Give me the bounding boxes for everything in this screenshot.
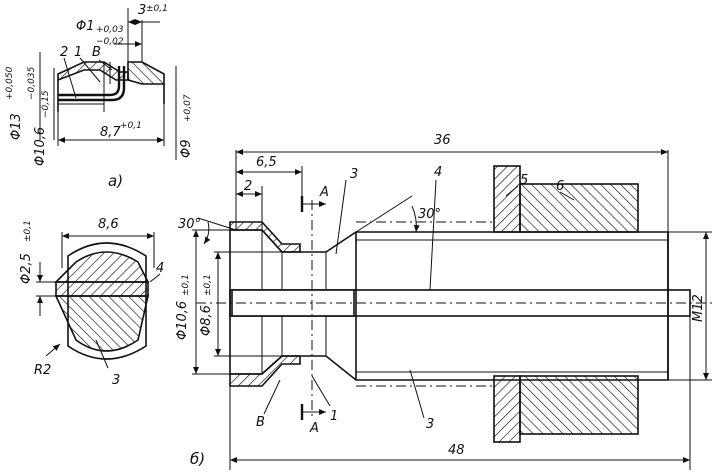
dim-d2-5: Φ2,5 [19,253,34,284]
angle-right: 30° [418,207,441,222]
dim-6-5: 6,5 [256,155,277,170]
label-4: 4 [434,165,442,180]
label-1: 1 [330,409,338,424]
caption-b: б) [190,450,205,468]
label-5: 5 [520,173,528,188]
dim-d13-tol-hi: +0,050 [5,66,15,100]
dim-d13: Φ13 [9,113,24,140]
label-1: 1 [74,45,82,60]
dim-d2-5-tol: ±0,1 [23,220,33,242]
dim-d1-tol-lo: −0,02 [96,37,124,47]
dim-2: 2 [244,179,252,194]
dim-d9: Φ9 [179,139,194,158]
label-3: 3 [112,373,120,388]
dim-8-6: 8,6 [98,217,119,232]
dim-d8-6: Φ8,6 [199,305,214,336]
washer-5-top [493,165,521,233]
dim-r2: R2 [34,363,51,378]
caption-a: a) [108,172,123,190]
dim-48: 48 [448,443,465,458]
dim-d9-tol: +0,07 [183,94,193,122]
part-b-section [229,355,301,387]
label-4: 4 [156,261,164,276]
label-3-bot: 3 [426,417,434,432]
dim-8-7-tol: +0,1 [120,121,142,131]
label-b: B [92,45,101,60]
dim-36: 36 [434,133,451,148]
section-a-bot: A [309,421,319,436]
dim-d1: Φ1 [76,19,95,34]
washer-5-bot [493,375,521,443]
dim-d13-tol-lo: −0,035 [27,66,37,100]
angle-left: 30° [178,217,201,232]
dim-d10-6-tol: ±0,1 [181,274,191,296]
dim-3: 3 [138,3,146,18]
label-b: B [256,415,265,430]
label-6: 6 [556,179,564,194]
label-3-top: 3 [350,167,358,182]
section-a-a: 8,6 Φ2,5 ±0,1 R2 4 3 [19,217,164,388]
dim-d10-6-tol: −0,15 [41,90,51,118]
view-a-part [57,61,165,112]
dim-8-7: 8,7 [100,125,121,140]
plate-6-bot [519,375,639,435]
section-a-top: A [319,185,329,200]
dim-d8-6-tol: ±0,1 [203,274,213,296]
dim-d10-6: Φ10,6 [33,127,48,166]
wire-section [55,281,149,297]
plate-6-top [519,183,639,233]
section-outline [67,242,147,360]
dim-d1-tol-hi: +0,03 [96,25,124,35]
view-a: Φ13 +0,050 −0,035 Φ10,6 −0,15 Φ1 +0,03 −… [5,3,194,190]
label-2: 2 [60,45,68,60]
dim-3-tol: ±0,1 [146,4,168,14]
dim-d10-6: Φ10,6 [175,301,190,340]
view-b: 36 6,5 2 48 30° 30° Φ10,6 ±0,1 Φ8,6 ±0,1… [175,133,712,470]
dim-m12: M12 [691,294,706,322]
